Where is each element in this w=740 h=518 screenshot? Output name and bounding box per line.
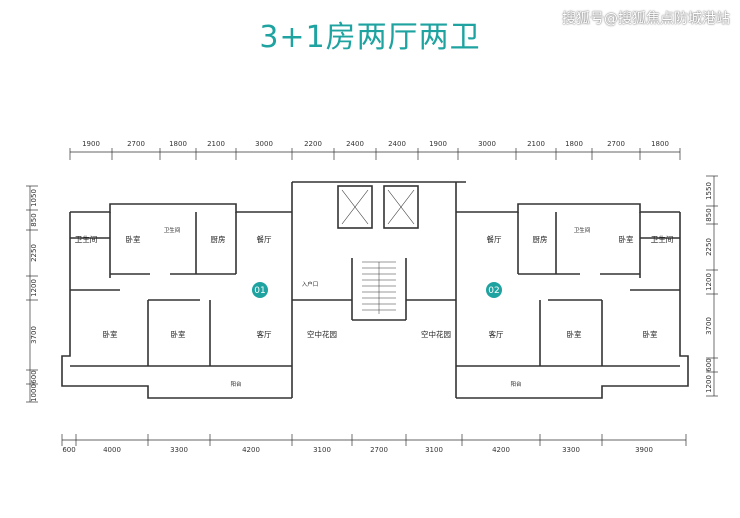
room-label: 空中花园 [307, 329, 337, 339]
right-dim: 1200 [705, 273, 713, 291]
room-label: 阳台 [230, 380, 242, 388]
right-dim: 1200 [705, 375, 713, 393]
right-dimension-labels: 1550 850 2250 1200 3700 600 1200 [705, 182, 713, 393]
left-dim: 600 [30, 370, 38, 383]
room-label: 卧室 [126, 234, 141, 244]
left-dim: 3700 [30, 326, 38, 344]
plan-title: 3+1房两厅两卫 [259, 20, 481, 55]
top-dim: 2100 [207, 140, 225, 148]
unit-marker-02: 02 [486, 282, 502, 298]
bottom-dim: 3100 [313, 446, 331, 454]
room-label: 餐厅 [487, 235, 502, 244]
right-dim: 1550 [705, 182, 713, 200]
room-label: 卧室 [567, 329, 582, 339]
room-label: 阳台 [510, 380, 522, 388]
right-dim: 3700 [705, 317, 713, 335]
bottom-dimension-labels: 600 4000 3300 4200 3100 2700 3100 4200 3… [62, 446, 653, 454]
bottom-dim: 2700 [370, 446, 388, 454]
left-dim: 2250 [30, 244, 38, 262]
left-dimension-labels: 1050 850 2250 1200 3700 600 1000 [30, 189, 38, 402]
room-label: 卫生间 [164, 226, 181, 234]
bottom-dim: 3100 [425, 446, 443, 454]
room-label: 卧室 [103, 329, 118, 339]
left-dim: 850 [30, 213, 38, 226]
stair-steps [362, 261, 396, 314]
left-dim: 1000 [30, 384, 38, 402]
room-label: 客厅 [257, 329, 272, 339]
bottom-dim: 3300 [170, 446, 188, 454]
elevator-icons [341, 189, 415, 225]
left-dimension-line [26, 185, 38, 403]
room-label: 入户口 [302, 280, 319, 288]
top-dim: 2700 [607, 140, 625, 148]
top-dim: 1900 [429, 140, 447, 148]
room-label: 卫生间 [75, 234, 98, 244]
right-dim: 2250 [705, 238, 713, 256]
right-dim: 600 [705, 358, 713, 371]
room-label: 卧室 [619, 234, 634, 244]
top-dim: 2100 [527, 140, 545, 148]
bottom-dim: 3300 [562, 446, 580, 454]
bottom-dim: 4200 [492, 446, 510, 454]
room-label: 卫生间 [574, 226, 591, 234]
bottom-dim: 3900 [635, 446, 653, 454]
watermark: 搜狐号@搜狐焦点防城港站 [562, 11, 730, 27]
walls [61, 181, 689, 399]
top-dim: 1800 [565, 140, 583, 148]
top-dim: 3000 [255, 140, 273, 148]
top-dim: 2700 [127, 140, 145, 148]
right-dimension-line [706, 175, 718, 397]
room-label: 客厅 [489, 329, 504, 339]
top-dim: 2400 [346, 140, 364, 148]
bottom-dim: 600 [62, 446, 75, 454]
room-label: 厨房 [211, 234, 226, 244]
room-label: 卫生间 [651, 234, 674, 244]
unit-marker-01: 01 [252, 282, 268, 298]
left-dim: 1200 [30, 279, 38, 297]
top-dim: 2200 [304, 140, 322, 148]
room-label: 卧室 [171, 329, 186, 339]
room-label: 卧室 [643, 329, 658, 339]
top-dim: 1800 [651, 140, 669, 148]
room-label: 餐厅 [257, 235, 272, 244]
bottom-dimension-line [61, 434, 687, 446]
top-dim: 3000 [478, 140, 496, 148]
room-label: 厨房 [533, 234, 548, 244]
top-dim: 2400 [388, 140, 406, 148]
top-dim: 1900 [82, 140, 100, 148]
top-dim: 1800 [169, 140, 187, 148]
left-dim: 1050 [30, 189, 38, 207]
bottom-dim: 4000 [103, 446, 121, 454]
unit-label: 02 [488, 286, 499, 296]
top-dimension-line [69, 148, 681, 160]
unit-label: 01 [254, 286, 265, 296]
right-dim: 850 [705, 208, 713, 221]
room-label: 空中花园 [421, 329, 451, 339]
top-dimension-labels: 1900 2700 1800 2100 3000 2200 2400 2400 … [82, 140, 669, 148]
bottom-dim: 4200 [242, 446, 260, 454]
